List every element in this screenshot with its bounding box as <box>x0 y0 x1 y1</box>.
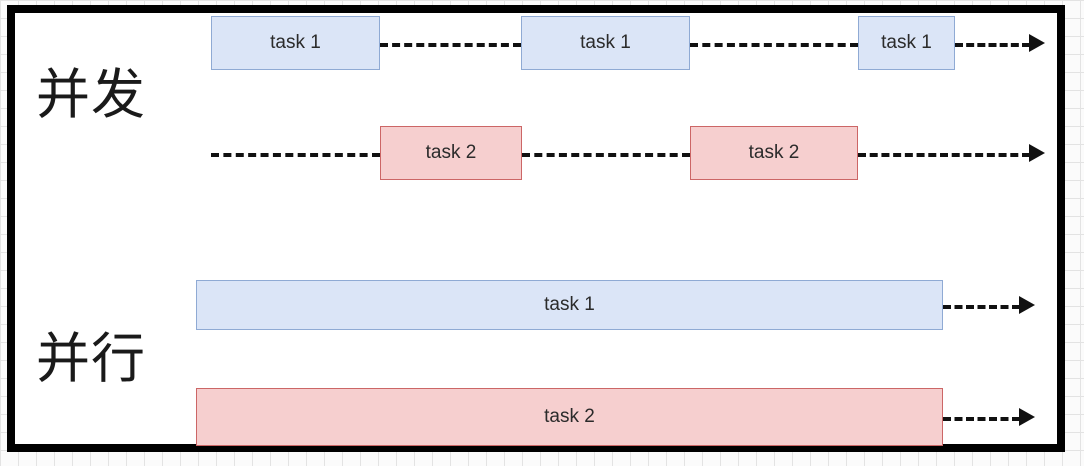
task-box-concurrency-task1-1[interactable]: task 1 <box>521 16 690 70</box>
section-label-concurrency: 并发 <box>36 63 146 126</box>
section-label-parallelism: 并行 <box>36 327 146 390</box>
dashed-connector-concurrency-task2-2 <box>858 153 1030 157</box>
task-box-label: task 1 <box>544 294 595 315</box>
task-box-label: task 1 <box>270 32 321 53</box>
task-box-label: task 2 <box>425 142 477 163</box>
dashed-connector-concurrency-task2-0 <box>211 153 380 157</box>
dashed-connector-concurrency-task1-1 <box>690 43 858 47</box>
task-box-label: task 1 <box>881 32 932 53</box>
arrow-head-parallelism-task2 <box>1019 408 1035 426</box>
dashed-connector-concurrency-task1-0 <box>380 43 521 47</box>
arrow-head-parallelism-task1 <box>1019 296 1035 314</box>
dashed-connector-parallelism-task2-0 <box>943 417 1020 421</box>
dashed-connector-concurrency-task2-1 <box>522 153 690 157</box>
task-box-parallelism-task1-0[interactable]: task 1 <box>196 280 943 330</box>
task-box-concurrency-task2-0[interactable]: task 2 <box>380 126 522 180</box>
task-box-concurrency-task1-0[interactable]: task 1 <box>211 16 380 70</box>
task-box-label: task 2 <box>544 406 595 427</box>
task-box-label: task 1 <box>580 32 631 53</box>
dashed-connector-parallelism-task1-0 <box>943 305 1020 309</box>
diagram-frame <box>7 5 1065 452</box>
arrow-head-concurrency-task1 <box>1029 34 1045 52</box>
task-box-concurrency-task1-2[interactable]: task 1 <box>858 16 955 70</box>
dashed-connector-concurrency-task1-2 <box>955 43 1030 47</box>
task-box-concurrency-task2-1[interactable]: task 2 <box>690 126 858 180</box>
arrow-head-concurrency-task2 <box>1029 144 1045 162</box>
task-box-label: task 2 <box>748 142 800 163</box>
task-box-parallelism-task2-0[interactable]: task 2 <box>196 388 943 446</box>
